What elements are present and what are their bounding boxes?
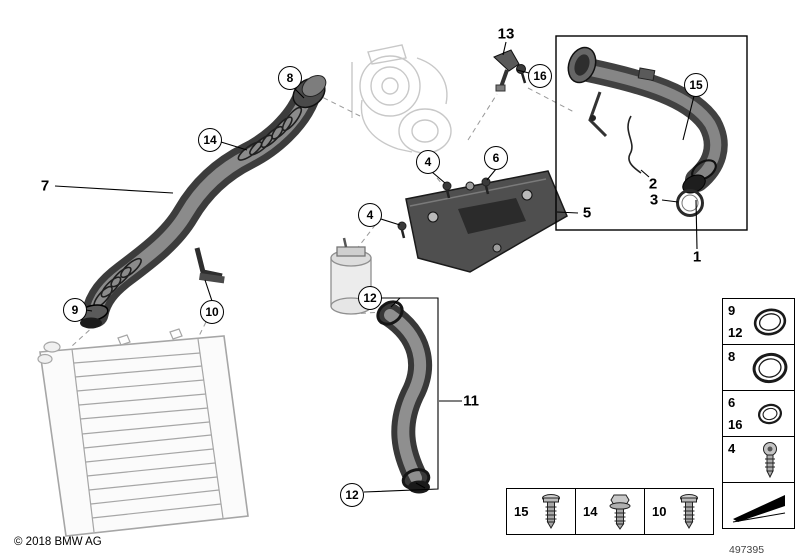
direction-wedge-icon [732, 494, 786, 522]
legend-label-6[interactable]: 6 [728, 395, 736, 410]
o-ring-part-3 [676, 189, 704, 217]
callout-14[interactable]: 14 [198, 128, 222, 152]
label-5[interactable]: 5 [582, 204, 592, 222]
torx-screw-icon [763, 441, 777, 478]
legend-box-10[interactable]: 10 [644, 488, 714, 535]
label-7[interactable]: 7 [40, 177, 50, 195]
legend-label-16[interactable]: 16 [728, 417, 743, 432]
legend-label-9[interactable]: 9 [728, 303, 736, 318]
o-ring-small-icon [758, 403, 782, 424]
callout-15[interactable]: 15 [684, 73, 708, 97]
intercooler [37, 328, 249, 537]
clip-part-2 [627, 115, 642, 174]
legend-label-4[interactable]: 4 [728, 441, 736, 456]
charge-air-hose-part-7 [76, 75, 327, 329]
assembly-dashed-lines [71, 87, 575, 347]
charge-air-pipe-part-1 [567, 46, 728, 194]
callout-9[interactable]: 9 [63, 298, 87, 322]
pan-head-screw-icon [680, 493, 698, 529]
legend-box-4[interactable]: 4 [722, 436, 795, 483]
callout-16[interactable]: 16 [528, 64, 552, 88]
legend-box-9-12-labels: 9 12 [728, 302, 742, 341]
part-1-detail-frame [555, 35, 748, 231]
legend-box-9-12[interactable]: 9 12 [722, 298, 795, 345]
callout-4-upper[interactable]: 4 [416, 150, 440, 174]
callout-8[interactable]: 8 [278, 66, 302, 90]
document-number: 497395 [729, 544, 765, 556]
sensor-part-13 [493, 49, 527, 92]
o-ring-icon [753, 308, 787, 335]
mounting-bracket-part-5 [397, 170, 568, 273]
turbocharger-sketch [351, 44, 452, 154]
legend-label-12[interactable]: 12 [728, 325, 743, 340]
legend-label-8[interactable]: 8 [728, 349, 736, 364]
callout-12-lower[interactable]: 12 [340, 483, 364, 507]
callout-12-upper[interactable]: 12 [358, 286, 382, 310]
o-ring-large-icon [752, 352, 788, 383]
label-1[interactable]: 1 [692, 248, 702, 266]
legend-box-8-labels: 8 [728, 348, 735, 387]
label-2[interactable]: 2 [648, 175, 658, 193]
leader-lines [54, 41, 698, 493]
legend-box-15[interactable]: 15 [506, 488, 576, 535]
legend-box-4-labels: 4 [728, 440, 735, 479]
legend-bottom-panel: 15 14 [506, 488, 714, 535]
label-11[interactable]: 11 [463, 392, 479, 410]
legend-box-6-16-labels: 6 16 [728, 394, 742, 433]
callout-6[interactable]: 6 [484, 146, 508, 170]
legend-label-10[interactable]: 10 [652, 504, 667, 519]
legend-box-direction[interactable] [722, 482, 795, 529]
callout-4-lower[interactable]: 4 [358, 203, 382, 227]
legend-box-14[interactable]: 14 [575, 488, 645, 535]
label-3[interactable]: 3 [649, 191, 659, 209]
legend-label-14[interactable]: 14 [583, 504, 598, 519]
legend-side-panel: 9 12 8 6 16 [722, 298, 795, 529]
label-13[interactable]: 13 [497, 25, 515, 43]
pan-head-screw-icon [542, 493, 560, 529]
copyright-text: © 2018 BMW AG [14, 536, 102, 548]
legend-box-8[interactable]: 8 [722, 344, 795, 391]
hex-flange-bolt-icon [609, 494, 631, 530]
callout-10[interactable]: 10 [200, 300, 224, 324]
charge-air-hose-part-11 [376, 300, 433, 494]
legend-box-6-16[interactable]: 6 16 [722, 390, 795, 437]
legend-label-15[interactable]: 15 [514, 504, 529, 519]
